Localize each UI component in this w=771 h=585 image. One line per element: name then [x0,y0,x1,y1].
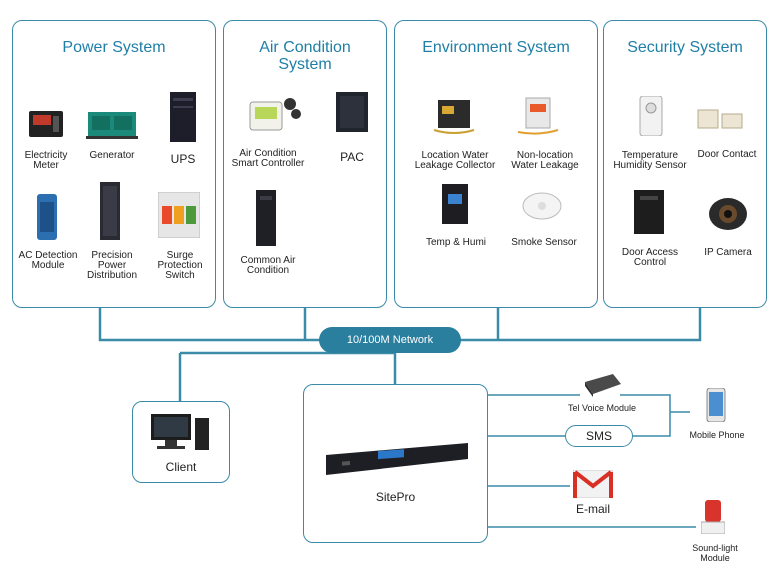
sitepro-device-icon [326,443,468,475]
label-pac: PAC [340,150,364,164]
client-panel: Client [132,401,230,483]
power-system-title: Power System [62,39,166,56]
temperature-humidity-sensor-icon [639,96,663,136]
label-common-air-condition: Common Air Condition [240,255,296,276]
air-condition-system-panel: Air Condition System [223,20,387,308]
sound-light-module-icon [701,500,725,534]
label-precision-power-distribution: Precision Power Distribution [86,250,138,281]
label-door-access-control: Door Access Control [621,247,679,268]
network-pill: 10/100M Network [319,327,461,353]
common-air-condition-icon [256,190,276,246]
client-label: Client [165,460,197,474]
electricity-meter-icon [29,111,63,137]
smoke-sensor-icon [522,192,562,220]
mobile-phone-icon [706,388,726,422]
ups-icon [170,92,196,142]
label-air-condition-smart-controller: Air Condition Smart Controller [231,148,305,169]
label-location-water-leakage-collector: Location Water Leakage Collector [414,150,496,171]
ip-camera-icon [709,198,747,230]
surge-protection-switch-icon [158,192,200,238]
non-location-water-leakage-icon [517,97,559,135]
label-temperature-humidity-sensor: Temperature Humidity Sensor [613,150,687,171]
air-condition-system-title: Air Condition System [259,39,351,73]
power-system-panel: Power System [12,20,216,308]
ac-detection-module-icon [37,194,57,240]
sitepro-label: SitePro [375,490,416,504]
label-sound-light-module: Sound-light Module [692,543,738,563]
security-system-panel: Security System [603,20,767,308]
door-access-control-icon [634,190,664,234]
door-contact-icon [697,109,743,129]
air-condition-smart-controller-icon [249,98,301,131]
tel-voice-module-icon [585,374,621,397]
label-electricity-meter: Electricity Meter [24,150,68,171]
precision-power-distribution-icon [100,182,120,240]
desktop-computer-icon [151,414,209,450]
environment-system-panel: Environment System [394,20,598,308]
location-water-leakage-collector-icon [433,100,475,134]
label-mobile-phone: Mobile Phone [689,430,745,440]
sms-pill: SMS [565,425,633,447]
label-ip-camera: IP Camera [704,247,752,258]
label-email: E-mail [575,502,610,516]
environment-system-title: Environment System [422,39,570,56]
label-door-contact: Door Contact [697,149,757,160]
label-tel-voice-module: Tel Voice Module [567,403,637,413]
sitepro-panel: SitePro [303,384,488,543]
security-system-title: Security System [627,39,743,56]
label-temp-humi: Temp & Humi [425,237,486,248]
label-non-location-water-leakage: Non-location Water Leakage [511,150,579,171]
generator-icon [86,112,138,139]
temp-humi-icon [442,184,468,224]
email-gmail-icon [573,470,613,498]
pac-icon [336,92,368,132]
label-ups: UPS [170,152,196,166]
label-smoke-sensor: Smoke Sensor [511,237,577,248]
label-ac-detection-module: AC Detection Module [18,250,78,271]
label-generator: Generator [89,150,135,161]
label-surge-protection-switch: Surge Protection Switch [157,250,203,281]
